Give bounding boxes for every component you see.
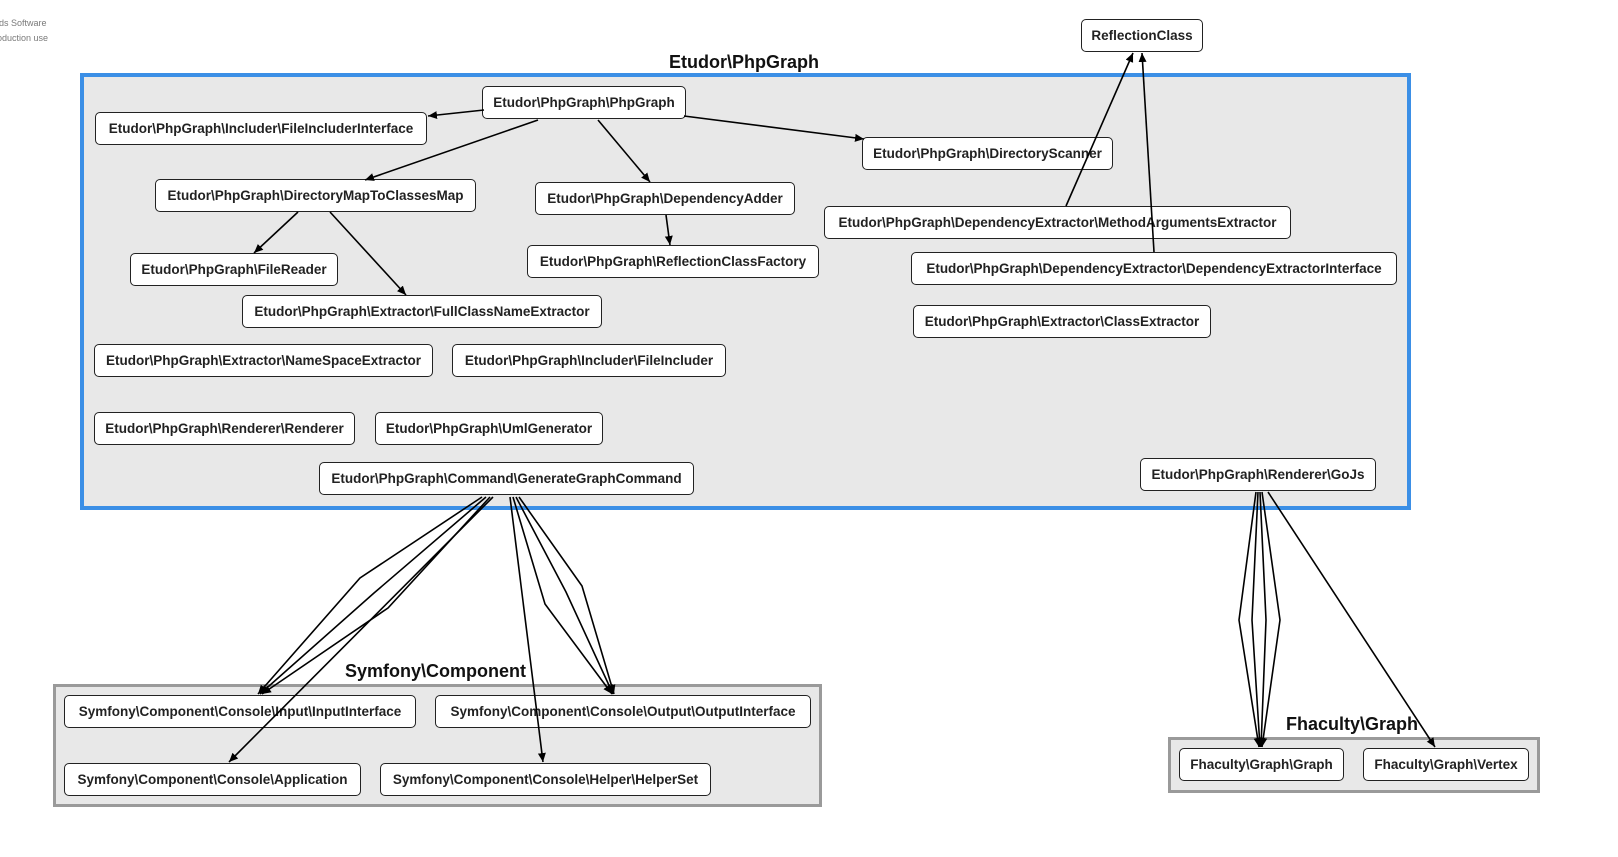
node-generate-graph-command[interactable]: Etudor\PhpGraph\Command\GenerateGraphCom…	[319, 462, 694, 495]
watermark-line-2: roduction use	[0, 33, 49, 43]
node-dependency-extractor-interface[interactable]: Etudor\PhpGraph\DependencyExtractor\Depe…	[911, 252, 1397, 285]
node-output-interface[interactable]: Symfony\Component\Console\Output\OutputI…	[435, 695, 811, 728]
node-application[interactable]: Symfony\Component\Console\Application	[64, 763, 361, 796]
evaluation-watermark: ods Software roduction use	[0, 16, 48, 46]
node-directory-scanner[interactable]: Etudor\PhpGraph\DirectoryScanner	[862, 137, 1113, 170]
link-gojs-to-fh-graph-3	[1257, 491, 1267, 748]
node-method-arguments-extractor[interactable]: Etudor\PhpGraph\DependencyExtractor\Meth…	[824, 206, 1291, 239]
node-fh-vertex[interactable]: Fhaculty\Graph\Vertex	[1363, 748, 1529, 781]
node-dependency-adder[interactable]: Etudor\PhpGraph\DependencyAdder	[535, 182, 795, 215]
node-reflection-class-factory[interactable]: Etudor\PhpGraph\ReflectionClassFactory	[527, 245, 819, 278]
group-fhaculty-title: Fhaculty\Graph	[1286, 714, 1419, 734]
node-phpgraph[interactable]: Etudor\PhpGraph\PhpGraph	[482, 86, 686, 119]
node-file-includer[interactable]: Etudor\PhpGraph\Includer\FileIncluder	[452, 344, 726, 377]
link-command-to-output-interface-2	[515, 496, 614, 695]
link-command-to-output-interface-1	[512, 496, 613, 695]
group-phpgraph-title: Etudor\PhpGraph	[669, 52, 819, 72]
node-input-interface[interactable]: Symfony\Component\Console\Input\InputInt…	[64, 695, 416, 728]
node-reflection-class[interactable]: ReflectionClass	[1081, 19, 1203, 52]
link-command-to-output-interface-3	[518, 496, 616, 695]
node-helper-set[interactable]: Symfony\Component\Console\Helper\HelperS…	[380, 763, 711, 796]
node-class-extractor[interactable]: Etudor\PhpGraph\Extractor\ClassExtractor	[913, 305, 1211, 338]
watermark-line-1: ods Software	[0, 18, 47, 28]
node-file-includer-interface[interactable]: Etudor\PhpGraph\Includer\FileIncluderInt…	[95, 112, 427, 145]
node-directory-map-to-classes-map[interactable]: Etudor\PhpGraph\DirectoryMapToClassesMap	[155, 179, 476, 212]
node-name-space-extractor[interactable]: Etudor\PhpGraph\Extractor\NameSpaceExtra…	[94, 344, 433, 377]
node-uml-generator[interactable]: Etudor\PhpGraph\UmlGenerator	[375, 412, 603, 445]
link-gojs-to-fh-graph-1	[1238, 491, 1262, 748]
node-file-reader[interactable]: Etudor\PhpGraph\FileReader	[130, 253, 338, 286]
link-gojs-to-fh-vertex	[1267, 491, 1436, 748]
node-fh-graph[interactable]: Fhaculty\Graph\Graph	[1179, 748, 1344, 781]
group-symfony-title: Symfony\Component	[345, 661, 527, 681]
node-gojs[interactable]: Etudor\PhpGraph\Renderer\GoJs	[1140, 458, 1376, 491]
node-full-class-name-extractor[interactable]: Etudor\PhpGraph\Extractor\FullClassNameE…	[242, 295, 602, 328]
node-renderer[interactable]: Etudor\PhpGraph\Renderer\Renderer	[94, 412, 355, 445]
link-gojs-to-fh-graph-2	[1251, 491, 1264, 748]
link-gojs-to-fh-graph-4	[1259, 491, 1281, 748]
